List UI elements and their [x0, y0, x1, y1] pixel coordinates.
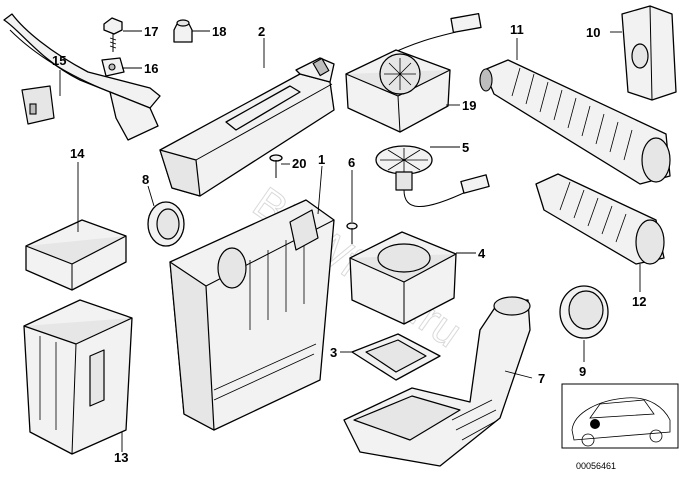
label-13: 13 — [114, 450, 128, 465]
label-8: 8 — [142, 172, 149, 187]
label-3: 3 — [330, 345, 337, 360]
label-4: 4 — [478, 246, 486, 261]
part-17-screw — [103, 17, 123, 52]
part-11-corrugated-hose — [479, 59, 671, 185]
label-1: 1 — [318, 152, 325, 167]
part-19-fan-housing — [345, 13, 482, 133]
part-15-bracket — [3, 13, 161, 141]
location-inset — [561, 383, 679, 449]
label-5: 5 — [462, 140, 469, 155]
label-20: 20 — [292, 156, 306, 171]
part-6-screw — [346, 222, 358, 244]
diagram-id: 00056461 — [576, 461, 616, 471]
label-11: 11 — [510, 22, 524, 37]
part-8-seal-ring — [147, 201, 185, 247]
part-9-plug — [559, 285, 609, 339]
label-10: 10 — [586, 25, 600, 40]
label-14: 14 — [70, 146, 85, 161]
part-10-cap — [621, 5, 677, 101]
part-1-housing — [169, 199, 335, 431]
part-3-gasket — [351, 333, 441, 381]
label-16: 16 — [144, 61, 158, 76]
label-6: 6 — [348, 155, 355, 170]
label-9: 9 — [579, 364, 586, 379]
part-14-cover — [25, 219, 127, 291]
label-15: 15 — [52, 53, 66, 68]
location-marker-icon — [590, 419, 600, 429]
label-17: 17 — [144, 24, 158, 39]
label-2: 2 — [258, 24, 265, 39]
part-5-fan — [375, 145, 490, 207]
part-2-control-unit — [159, 57, 335, 197]
part-20-screw — [269, 154, 283, 178]
part-4-fan-frame — [349, 231, 457, 325]
label-19: 19 — [462, 98, 476, 113]
label-12: 12 — [632, 294, 646, 309]
label-7: 7 — [538, 371, 545, 386]
part-16-clip-nut — [101, 57, 125, 77]
part-12-short-hose — [535, 173, 665, 265]
leader-lines — [59, 30, 641, 452]
label-18: 18 — [212, 24, 226, 39]
part-7-duct — [343, 296, 531, 467]
part-number-labels: 17 16 18 2 15 14 8 20 1 6 5 19 11 10 4 3… — [52, 22, 646, 465]
part-18-grommet — [173, 19, 193, 43]
part-13-box — [23, 299, 133, 455]
